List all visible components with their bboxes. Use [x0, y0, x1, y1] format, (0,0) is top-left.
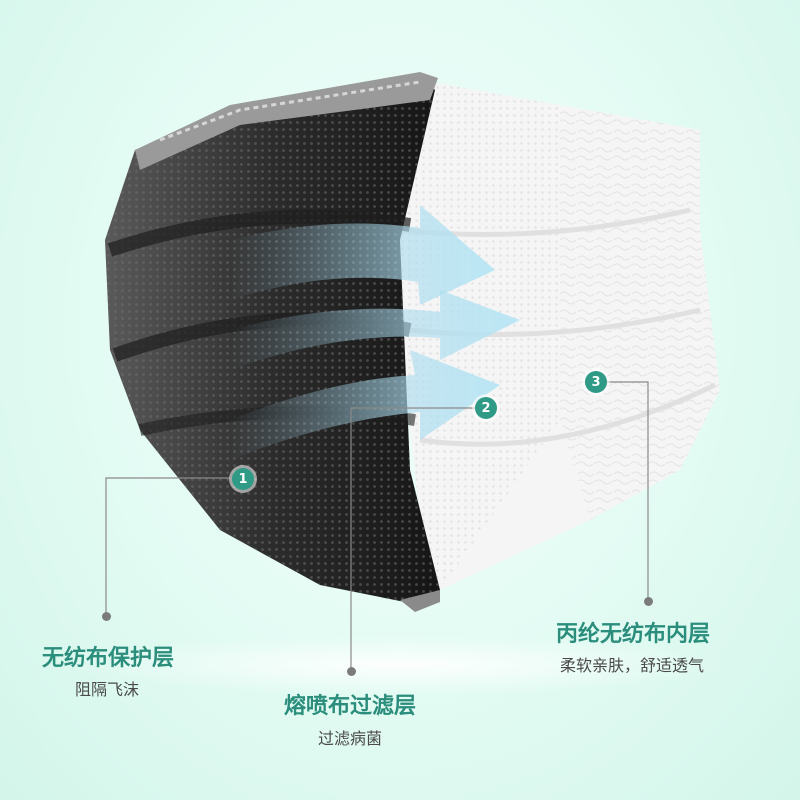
layer-3-badge: 3 [585, 371, 607, 393]
layer-2-subtitle: 过滤病菌 [318, 729, 383, 748]
layer-2-title: 熔喷布过滤层 [284, 694, 417, 719]
layer-3-title: 丙纶无纺布内层 [556, 622, 711, 647]
layer-1-title: 无纺布保护层 [42, 646, 175, 671]
layer-1-badge: 1 [232, 468, 254, 490]
layer-2-badge: 2 [475, 397, 497, 419]
layer-1-subtitle: 阻隔飞沫 [75, 680, 140, 699]
leader-lines [105, 381, 649, 671]
layer-3-leader-dot [644, 597, 653, 606]
layer-1-leader-dot [102, 612, 111, 621]
floor-glow [70, 635, 730, 695]
filtration-arrows [230, 205, 520, 460]
layer-2-leader-dot [347, 667, 356, 676]
layer-3-subtitle: 柔软亲肤，舒适透气 [560, 656, 705, 675]
